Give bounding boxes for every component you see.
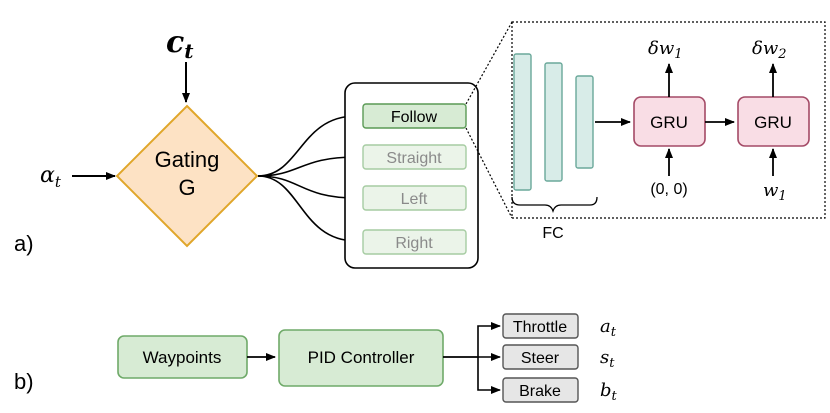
gru-label-2: GRU xyxy=(754,113,792,132)
branch-label-left: Left xyxy=(401,191,428,208)
branch-container xyxy=(344,82,479,269)
branch-arrow-right xyxy=(257,175,357,245)
branch-label-right: Right xyxy=(395,235,433,252)
branch-box-follow xyxy=(362,103,467,129)
throttle-label: Throttle xyxy=(513,319,567,336)
gating-g-label: G xyxy=(178,175,195,200)
throttle-box xyxy=(502,313,579,339)
branch-arrow-straight xyxy=(257,153,357,177)
fc-brace xyxy=(511,196,598,214)
steer-label: Steer xyxy=(521,350,560,367)
brake-label: Brake xyxy=(519,383,561,400)
pid-controller-label: PID Controller xyxy=(308,348,415,367)
fc-layer-2 xyxy=(544,62,563,182)
gru1-input-label: (0, 0) xyxy=(650,181,687,198)
panel-a-label: a) xyxy=(14,231,34,256)
throttle-symbol: at xyxy=(600,316,617,340)
branch-arrow-follow xyxy=(257,112,357,177)
pid-controller-box xyxy=(278,329,444,387)
pid-to-brake-arrow xyxy=(477,357,501,394)
branch-label-straight: Straight xyxy=(386,150,442,167)
branch-box-straight xyxy=(362,144,467,170)
brake-symbol: bt xyxy=(600,380,618,404)
branch-box-left xyxy=(362,185,467,211)
waypoints-label: Waypoints xyxy=(143,348,222,367)
fc-label: FC xyxy=(542,225,563,242)
fc-layer-1 xyxy=(513,53,532,191)
gru2-output-label: δw2 xyxy=(752,38,787,62)
zoom-line-bottom xyxy=(465,127,513,219)
panel-b-label: b) xyxy=(14,369,34,394)
branch-box-right xyxy=(362,229,467,255)
context-input-symbol: ct xyxy=(166,25,194,63)
branch-label-follow: Follow xyxy=(391,109,438,126)
gating-label: Gating xyxy=(155,147,220,172)
brake-box xyxy=(502,377,579,403)
state-input-symbol: αt xyxy=(40,163,62,191)
steer-symbol: st xyxy=(600,347,615,371)
gru1-output-label: δw1 xyxy=(648,38,683,62)
branch-arrow-left xyxy=(257,175,357,202)
pid-to-throttle-arrow xyxy=(443,322,501,358)
zoom-detail-box xyxy=(511,21,826,219)
fc-layer-3 xyxy=(575,75,594,169)
gating-diamond xyxy=(115,104,259,248)
gru2-input-label: w1 xyxy=(763,180,787,204)
gru-label-1: GRU xyxy=(650,113,688,132)
steer-box xyxy=(502,344,579,370)
